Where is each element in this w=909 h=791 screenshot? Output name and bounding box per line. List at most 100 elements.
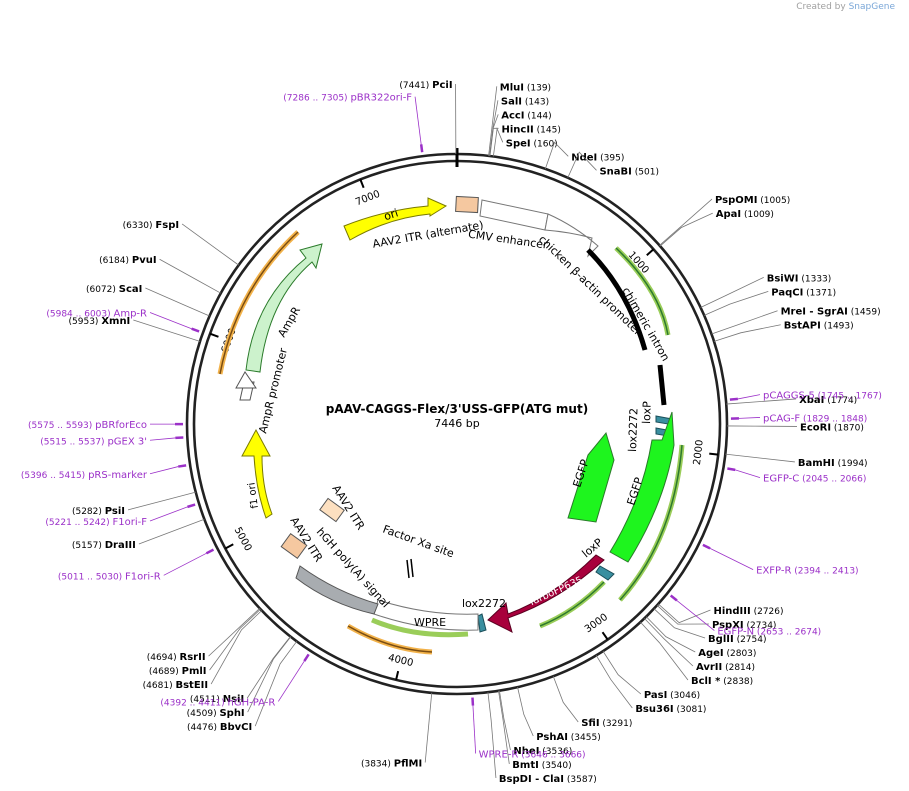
site-position: (1774) [824,396,857,406]
site-position: (2726) [751,607,784,617]
site-position: (145) [534,125,561,135]
site-leader-line [656,605,709,625]
site-position: (4681) [143,681,176,691]
primer-label: (5221 .. 5242) F1ori-F [45,517,147,528]
tick-label: 2000 [692,439,706,466]
site-position: (5282) [72,507,105,517]
primer-mark [187,503,196,509]
site-position: (3455) [568,733,601,743]
factorxa-mark-1 [406,559,410,579]
primer-label: EXFP-R (2394 .. 2413) [756,566,858,577]
site-position: (3834) [361,760,394,770]
site-position: (1333) [799,274,832,284]
wpre-arrow [373,599,479,631]
tick-7000 [359,179,365,189]
site-name: ScaI [119,284,143,295]
site-position: (1005) [757,196,790,206]
site-paqci: PaqCI (1371) [704,287,836,316]
site-name: PspOMI [715,195,757,206]
site-position: (4476) [187,723,220,733]
site-label: (4689) PmlI [149,666,207,677]
site-name: BspDI - ClaI [499,774,564,785]
site-name: Bsu36I [635,704,673,715]
site-position: (2803) [724,649,757,659]
site-bstapi: BstAPI (1493) [713,321,854,342]
site-label: SalI (143) [501,96,549,107]
primer-position: (4392 .. 4411) [160,698,227,708]
site-name: NsiI [223,694,244,705]
tick-6000 [209,332,219,338]
tick-1000 [646,248,655,256]
site-position: (395) [597,153,624,163]
site-label: PasI (3046) [644,690,700,701]
site-draiii: (5157) DraIII [72,518,205,551]
site-leader-line [544,141,569,169]
site-leader-line [145,287,210,317]
primer-leader-line [709,548,754,570]
site-leader-line [127,491,196,511]
site-label: HindIII (2726) [713,606,783,617]
primer-sites: (7286 .. 7305) pBR322ori-F (5984 .. 6003)… [21,93,882,761]
cba-promoter-arrow [544,213,599,258]
site-hindiii: HindIII (2726) [658,603,784,624]
site-name: BglII [708,634,734,645]
primer-label: (5984 .. 6003) Amp-R [46,308,147,319]
site-leader-line [567,151,597,178]
primer-leader-line [277,660,305,702]
site-leader-line [247,636,292,713]
intron-feature-inner [615,247,669,336]
plasmid-name: pAAV-CAGGS-Flex/3'USS-GFP(ATG mut) [326,402,588,416]
turbofp635-arrow [487,554,605,633]
primer-position: (5575 .. 5593) [28,421,95,431]
primer-label: (5396 .. 5415) pRS-marker [21,470,148,481]
site-label: BclI * (2838) [691,676,753,687]
site-leader-line [209,608,261,671]
site-pspxi: PspXI (2734) [656,605,776,631]
site-name: BamHI [798,458,835,469]
primer-pbr322ori-f: (7286 .. 7305) pBR322ori-F [283,93,424,153]
site-rsrii: (4694) RsrII [147,608,260,663]
site-name: PsiI [105,506,125,517]
site-label: SpeI (160) [506,138,558,149]
site-bbvci: (4476) BbvCI [187,641,298,733]
site-pspomi: PspOMI (1005) [659,195,790,246]
site-bcli-: BclI * (2838) [640,621,753,687]
site-leader-line [711,310,778,335]
restriction-sites: (7441) PciI(6330) FspI(6184) PvuI(6072) … [69,80,881,785]
site-position: (5157) [72,541,105,551]
site-name: PasI [644,690,667,701]
site-name: SnaBI [599,166,631,177]
label-loxp-bottom: loxP [580,536,606,561]
primer-position: (5515 .. 5537) [40,437,107,447]
site-sfii: SfiI (3291) [552,676,632,729]
label-lox2272-bottom: lox2272 [462,597,506,610]
site-position: (4694) [147,653,180,663]
site-bmti: BmtI (3540) [498,690,572,771]
egfp-feature-inner [619,444,683,601]
primer-leader-line [676,600,715,631]
site-label: (5953) XmnI [69,316,131,327]
primer-position: (2045 .. 2066) [799,475,866,485]
primer-label: (7286 .. 7305) pBR322ori-F [283,93,412,104]
label-f1ori: f1 ori [246,482,261,509]
site-label: AgeI (2803) [698,648,756,659]
site-position: (7441) [399,81,432,91]
lox2272-marker-bottom [477,613,487,633]
primer-mark [727,467,736,472]
site-position: (1459) [848,308,881,318]
site-label: (5157) DraIII [72,540,136,551]
site-bsu36i: Bsu36I (3081) [595,655,706,715]
primer-f1ori-r: (5011 .. 5030) F1ori-R [58,548,215,582]
site-leader-line [254,641,298,727]
site-name: DraIII [105,540,136,551]
primer-mark [669,594,678,602]
primer-position: (5011 .. 5030) [58,572,125,582]
primer-name: pRS-marker [88,470,148,481]
primer-mark [303,653,310,662]
site-label: Bsu36I (3081) [635,704,706,715]
site-label: PshAI (3455) [536,732,600,743]
site-name: PciI [432,80,452,91]
site-leader-line [713,324,781,342]
site-label: (4476) BbvCI [187,722,252,733]
site-pvui: (6184) PvuI [99,255,222,294]
